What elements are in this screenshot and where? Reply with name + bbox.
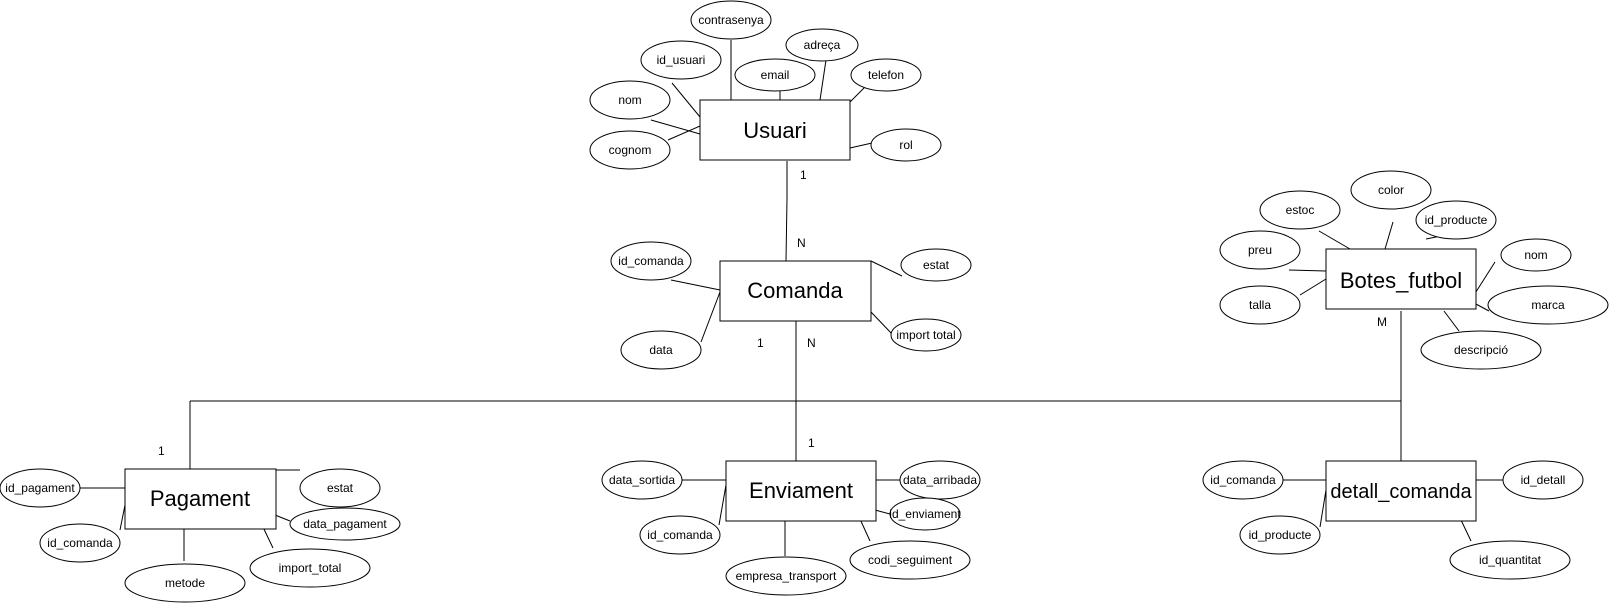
attr-detall-quantitat[interactable]: id_quantitat [1449, 540, 1571, 580]
entity-comanda[interactable]: Comanda [719, 260, 872, 322]
cardinality-comanda-n-top: N [797, 236, 806, 250]
entity-label: Pagament [150, 486, 250, 511]
attr-enviament-empresa[interactable]: empresa_transport [725, 556, 847, 596]
attr-pagament-import[interactable]: import_total [249, 548, 371, 588]
attr-botes-estoc[interactable]: estoc [1259, 190, 1341, 230]
cardinality-comanda-one-left: 1 [757, 336, 764, 350]
cardinality-comanda-n-bottom: N [807, 336, 816, 350]
attr-pagament-id-comanda[interactable]: id_comanda [39, 523, 121, 563]
attr-detall-id-comanda[interactable]: id_comanda [1202, 460, 1284, 500]
attr-comanda-estat[interactable]: estat [900, 248, 972, 282]
attr-label: marca [1531, 298, 1565, 312]
attr-botes-nom[interactable]: nom [1500, 238, 1572, 272]
attr-label: id_detall [1521, 473, 1566, 487]
attr-label: id_pagament [5, 481, 75, 495]
attr-botes-descripcio[interactable]: descripció [1420, 330, 1542, 370]
attr-label: nom [618, 93, 641, 107]
attr-label: contrasenya [698, 13, 764, 27]
entity-detall-comanda[interactable]: detall_comanda [1325, 460, 1477, 522]
attr-enviament-id[interactable]: id_enviament [889, 497, 961, 531]
entity-label: Enviament [749, 478, 853, 503]
attr-label: id_comanda [618, 254, 684, 268]
attr-label: data [649, 343, 673, 357]
entity-label: Botes_futbol [1340, 268, 1462, 293]
attr-usuari-contrasenya[interactable]: contrasenya [690, 0, 772, 40]
attr-comanda-id[interactable]: id_comanda [610, 241, 692, 281]
attr-label: id_enviament [889, 507, 961, 521]
connector-lines [80, 40, 1503, 561]
attr-label: id_producte [1425, 213, 1488, 227]
attr-label: import total [896, 328, 955, 342]
attr-label: rol [899, 138, 912, 152]
entity-label: Usuari [743, 118, 807, 143]
attr-label: color [1378, 183, 1404, 197]
entity-pagament[interactable]: Pagament [124, 468, 277, 530]
attr-label: codi_seguiment [868, 553, 953, 567]
entity-botes-futbol[interactable]: Botes_futbol [1325, 248, 1477, 310]
attr-label: estat [923, 258, 950, 272]
entity-label: detall_comanda [1330, 481, 1472, 503]
attr-label: id_comanda [1210, 473, 1276, 487]
attr-label: empresa_transport [736, 569, 837, 583]
attr-enviament-codi[interactable]: codi_seguiment [849, 540, 971, 580]
attr-enviament-data-arribada[interactable]: data_arribada [899, 460, 981, 500]
attr-label: adreça [804, 38, 841, 52]
attr-label: preu [1248, 243, 1272, 257]
attr-label: id_quantitat [1479, 553, 1542, 567]
attr-label: telefon [868, 68, 904, 82]
attr-botes-preu[interactable]: preu [1219, 230, 1301, 270]
attr-usuari-telefon[interactable]: telefon [850, 58, 922, 92]
attr-label: metode [165, 576, 205, 590]
attr-label: cognom [609, 143, 652, 157]
attr-pagament-estat[interactable]: estat [299, 468, 381, 508]
attr-label: talla [1249, 298, 1271, 312]
attr-usuari-rol[interactable]: rol [870, 128, 942, 162]
attr-label: data_sortida [609, 473, 675, 487]
attr-detall-id-producte[interactable]: id_producte [1239, 515, 1321, 555]
cardinality-pagament-one: 1 [158, 444, 165, 458]
attr-label: data_arribada [903, 473, 977, 487]
attr-comanda-import[interactable]: import total [890, 318, 962, 352]
attr-usuari-email[interactable]: email [734, 58, 816, 92]
attr-pagament-data[interactable]: data_pagament [289, 507, 401, 541]
attr-label: estoc [1286, 203, 1315, 217]
attr-botes-color[interactable]: color [1350, 170, 1432, 210]
attr-label: import_total [279, 561, 342, 575]
attr-usuari-nom[interactable]: nom [589, 80, 671, 120]
attr-label: nom [1524, 248, 1547, 262]
cardinality-enviament-one: 1 [808, 436, 815, 450]
attr-label: email [761, 68, 790, 82]
attr-detall-id[interactable]: id_detall [1502, 460, 1584, 500]
attr-label: descripció [1454, 343, 1508, 357]
entity-label: Comanda [747, 278, 843, 303]
cardinality-usuari-one: 1 [800, 168, 807, 182]
attr-botes-marca[interactable]: marca [1487, 285, 1609, 325]
attr-label: id_comanda [647, 528, 713, 542]
attr-botes-talla[interactable]: talla [1219, 285, 1301, 325]
attr-label: id_comanda [47, 536, 113, 550]
attr-label: estat [327, 481, 354, 495]
attr-pagament-id[interactable]: id_pagament [0, 468, 81, 508]
entity-usuari[interactable]: Usuari [699, 99, 851, 161]
attr-enviament-data-sortida[interactable]: data_sortida [601, 460, 683, 500]
attr-label: id_producte [1249, 528, 1312, 542]
attr-botes-id-producte[interactable]: id_producte [1415, 200, 1497, 240]
cardinality-labels: 1 N 1 N M 1 1 [158, 168, 1387, 458]
attr-pagament-metode[interactable]: metode [124, 563, 246, 603]
cardinality-botes-m: M [1377, 315, 1387, 329]
entity-enviament[interactable]: Enviament [725, 460, 877, 522]
attr-usuari-adreca[interactable]: adreça [785, 28, 859, 62]
attr-label: id_usuari [657, 53, 706, 67]
attr-comanda-data[interactable]: data [620, 330, 702, 370]
attr-enviament-id-comanda[interactable]: id_comanda [639, 515, 721, 555]
attr-usuari-cognom[interactable]: cognom [589, 130, 671, 170]
attr-label: data_pagament [303, 517, 387, 531]
attr-usuari-id[interactable]: id_usuari [640, 40, 722, 80]
